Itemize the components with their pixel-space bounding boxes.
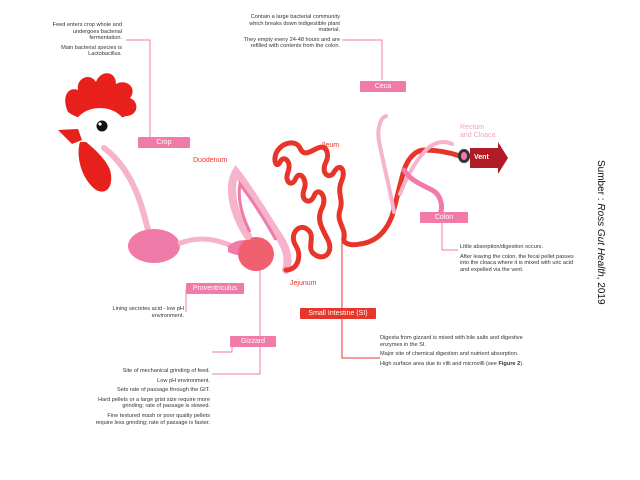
- gizzard-note-2: Low pH environment.: [157, 377, 210, 384]
- eye-highlight: [98, 122, 102, 126]
- colon-note: Little absorption/digestion occurs. Afte…: [460, 244, 578, 276]
- small-intestine-tract: [272, 140, 463, 273]
- si-note-3-tail: ).: [520, 360, 524, 367]
- duodenum-loop: [228, 165, 292, 274]
- colon-label: Colon: [420, 212, 468, 223]
- source-credit: Sumber : Ross Gut Health, 2019: [595, 160, 606, 305]
- small-intestine-label: Small Intestine (SI): [300, 308, 376, 319]
- colon-organ: [401, 167, 445, 217]
- rectum-cloaca-label: Rectum and Cloaca: [460, 124, 496, 139]
- si-leader-lines: [341, 232, 380, 359]
- cloaca-organ-inner: [461, 152, 467, 160]
- crop-to-proventriculus: [176, 236, 234, 249]
- duodenum-label: Duodenum: [193, 157, 228, 164]
- ceca-note-2: They empty every 24-48 hours and are ref…: [243, 36, 340, 50]
- gizzard-note-1: Site of mechanical grinding of feed.: [122, 368, 210, 374]
- duodenum-inner: [237, 180, 278, 241]
- ceca-note: Contain a large bacterial community whic…: [238, 14, 340, 53]
- si-note-3: High surface area due to villi and micro…: [380, 361, 530, 368]
- vent-arrow: [470, 142, 508, 174]
- comb: [65, 73, 137, 121]
- ceca-label: Ceca: [360, 81, 406, 92]
- source-year: , 2019: [595, 276, 606, 305]
- small-intestine-note: Digesta from gizzard is mixed with bile …: [380, 335, 530, 370]
- gizzard-note-5: Fine textured mash or poor quality pelle…: [95, 412, 210, 426]
- gizzard-note: Site of mechanical grinding of feed. Low…: [92, 368, 210, 429]
- beak: [58, 129, 82, 144]
- crop-label: Crop: [138, 137, 190, 148]
- proventriculus-note-1: Lining secretes acid - low pH environmen…: [112, 306, 184, 319]
- gizzard-note-4: Hard pellets or a large grist size requi…: [98, 396, 210, 410]
- vent-label: Vent: [474, 154, 489, 161]
- si-note-2: Major site of chemical digestion and nut…: [380, 351, 519, 358]
- jejunum-label: Jejunum: [290, 280, 317, 287]
- oesophagus: [101, 145, 153, 239]
- gizzard-organ: [238, 237, 274, 271]
- eye: [96, 120, 108, 132]
- leader-lines: [126, 39, 458, 375]
- ceca-organ-2: [398, 140, 454, 196]
- si-note-1: Digesta from gizzard is mixed with bile …: [380, 335, 523, 348]
- ileum-label: Ileum: [322, 142, 340, 149]
- crop-organ: [128, 229, 180, 263]
- colon-note-2: After leaving the colon, the fecal pelle…: [460, 253, 574, 273]
- gizzard-label: Gizzard: [230, 336, 276, 347]
- ceca-note-1: Contain a large bacterial community whic…: [249, 14, 340, 34]
- ceca-organ: [376, 114, 396, 214]
- source-name: Ross Gut Health: [595, 203, 606, 277]
- wattle: [78, 142, 112, 192]
- source-prefix: Sumber :: [595, 160, 606, 204]
- gizzard-note-3: Sets rate of passage through the GIT.: [117, 387, 210, 394]
- proventriculus-note: Lining secretes acid - low pH environmen…: [100, 306, 184, 322]
- crop-note-1: Feed enters crop whole and undergoes bac…: [52, 22, 122, 42]
- crop-note-2: Main bacterial species is Lactobacillus.: [61, 44, 122, 58]
- crop-note: Feed enters crop whole and undergoes bac…: [40, 22, 122, 61]
- colon-note-1: Little absorption/digestion occurs.: [460, 244, 544, 250]
- si-note-3-text: High surface area due to villi and micro…: [380, 360, 499, 367]
- proventriculus-label: Proventriculus: [186, 283, 244, 294]
- si-figure-ref: Figure 2: [498, 360, 521, 367]
